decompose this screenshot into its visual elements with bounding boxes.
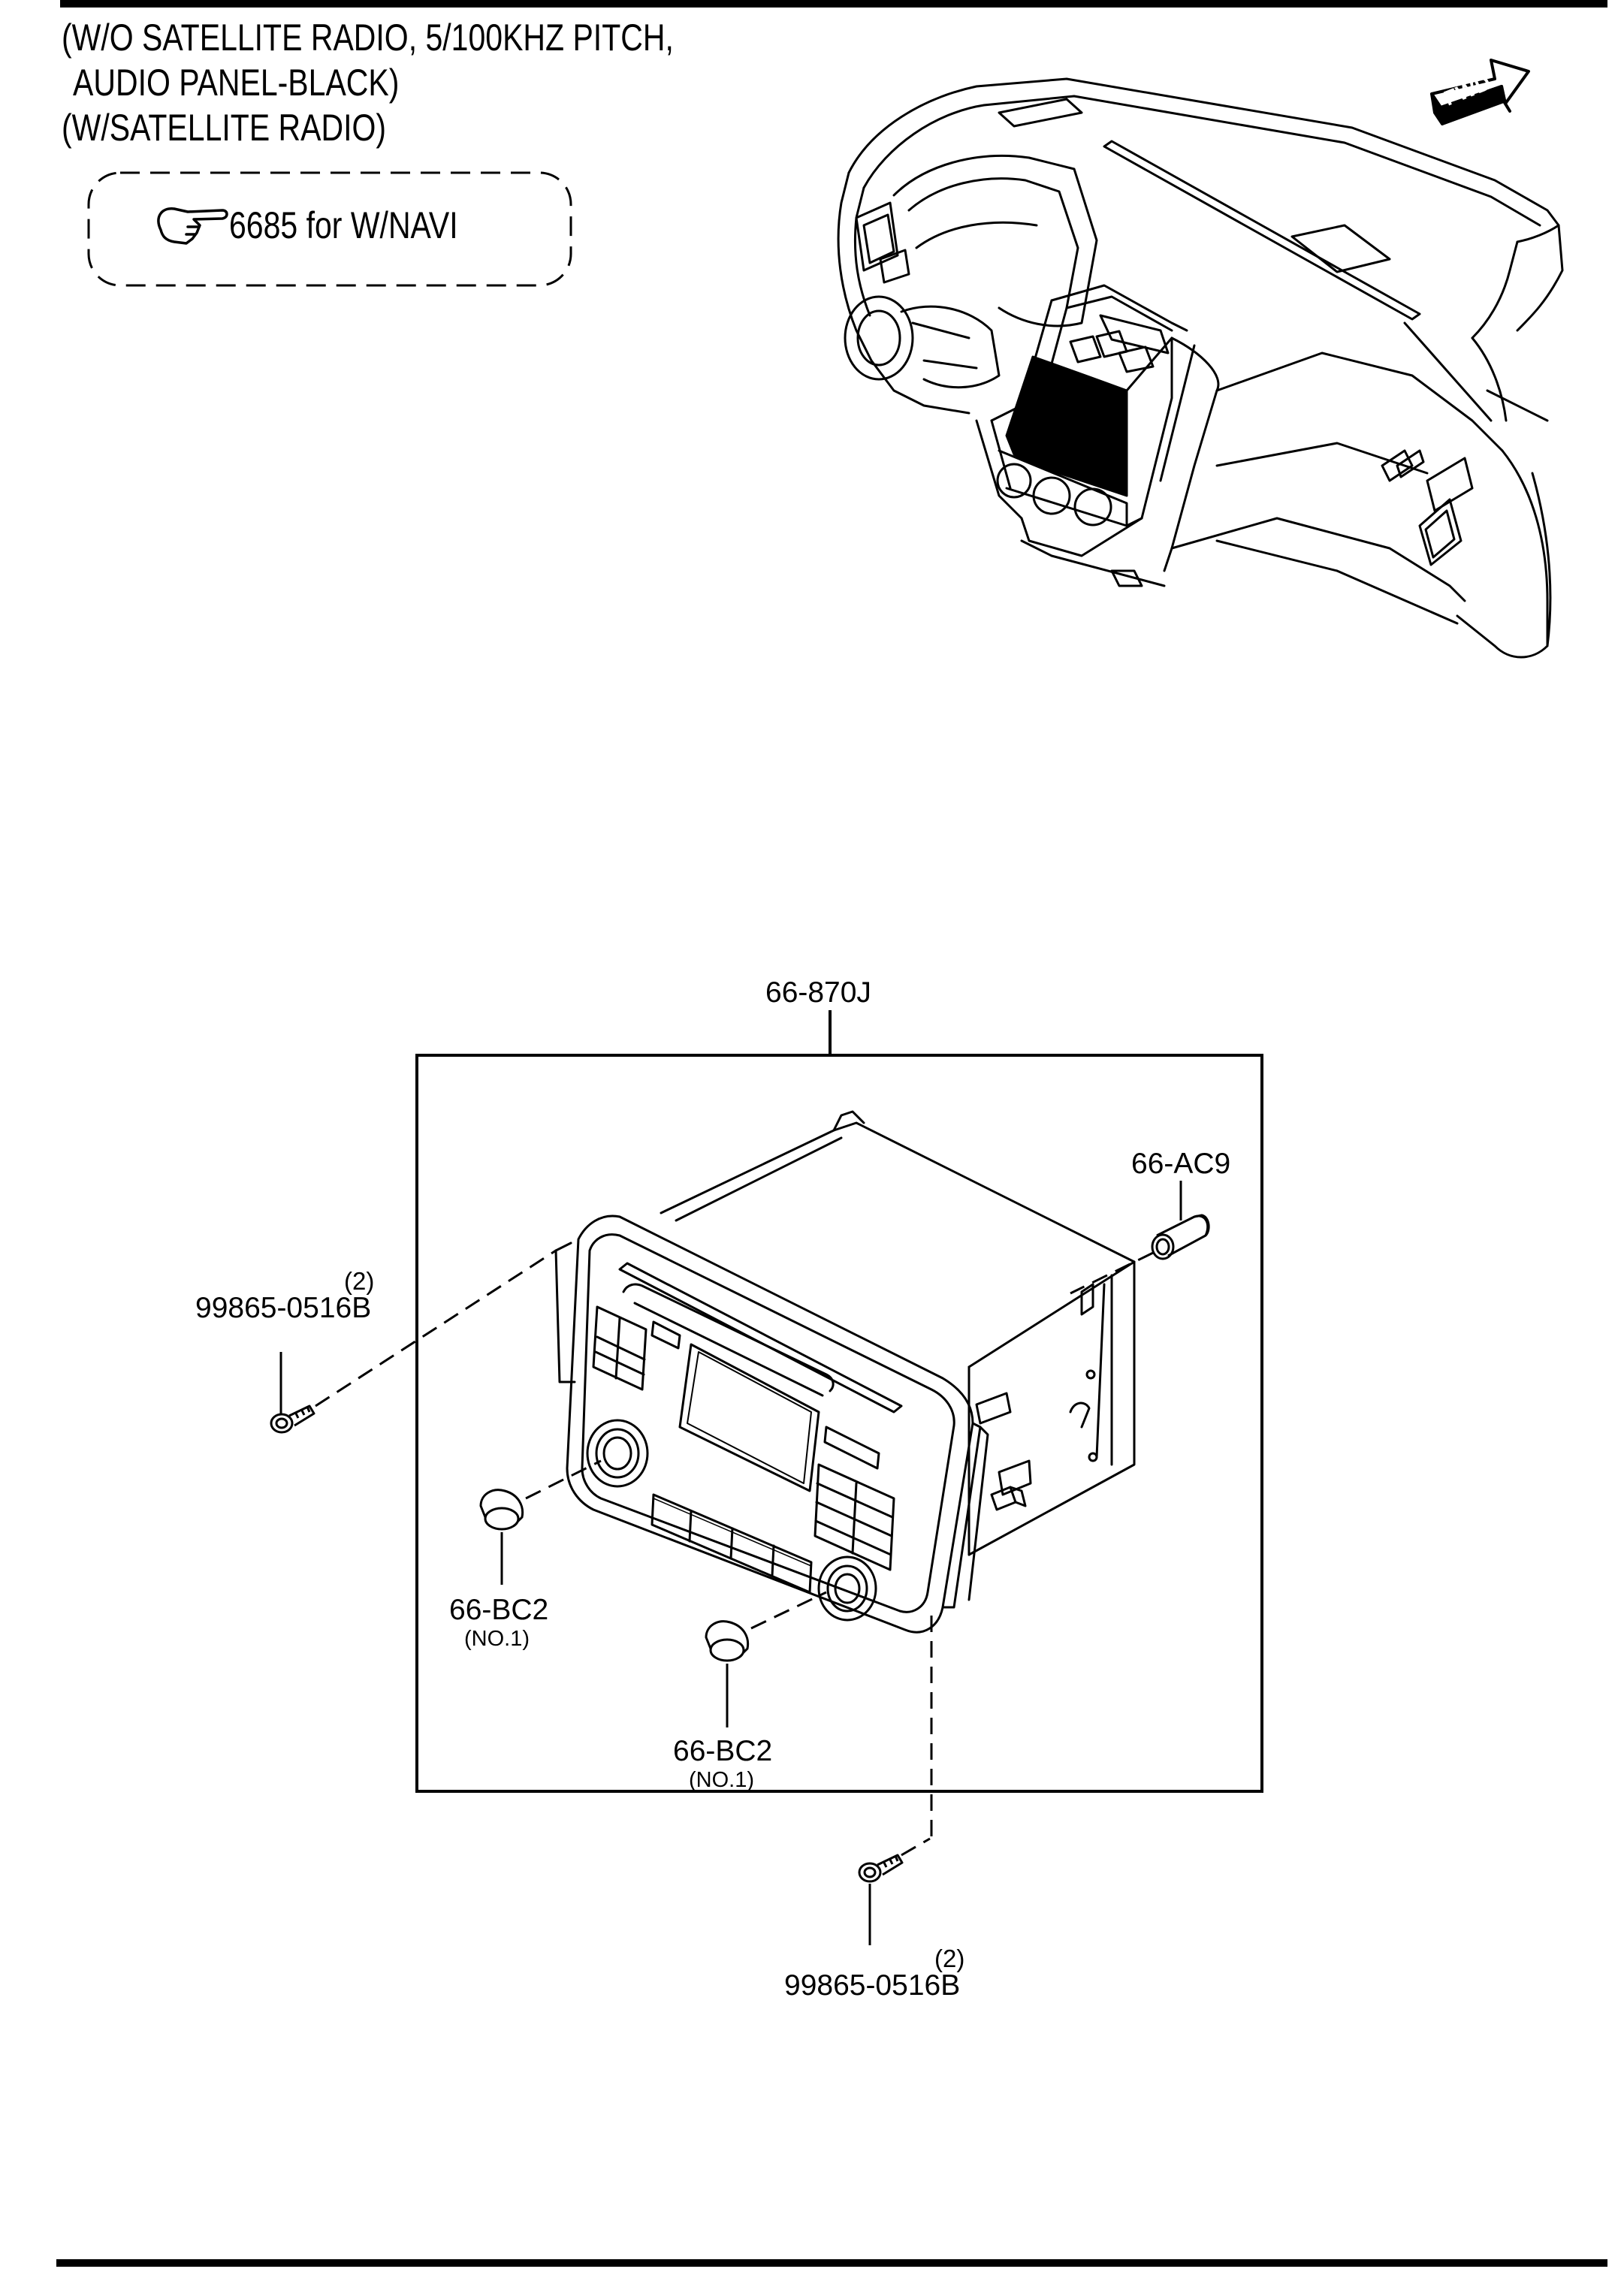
part-label-radio-unit[interactable]: 66-870J <box>765 976 871 1009</box>
pin-drawing <box>1151 1214 1210 1260</box>
header-line-2: AUDIO PANEL-BLACK) <box>73 62 400 104</box>
fwd-arrow-icon <box>1430 59 1530 125</box>
pointing-hand-icon <box>157 207 228 245</box>
dashboard-illustration <box>837 77 1564 659</box>
part-label-knob-right[interactable]: 66-BC2 <box>673 1735 773 1767</box>
radio-assembly-frame <box>415 1054 1263 1793</box>
reference-number[interactable]: 6685 <box>229 204 298 246</box>
reference-callout[interactable]: 6685 for W/NAVI <box>229 204 458 246</box>
header-line-1: (W/O SATELLITE RADIO, 5/100KHZ PITCH, <box>62 17 674 59</box>
header-line-3: (W/SATELLITE RADIO) <box>62 107 387 149</box>
part-label-screw-bottom[interactable]: 99865-0516B <box>784 1969 961 2002</box>
part-label-knob-left[interactable]: 66-BC2 <box>449 1594 549 1626</box>
bottom-border-rule <box>56 2259 1607 2267</box>
part-note-knob-left: (NO.1) <box>464 1627 530 1651</box>
screw-left-drawing <box>270 1405 315 1434</box>
radio-unit-drawing <box>554 1110 1136 1634</box>
reference-callout-box <box>87 171 572 287</box>
top-border-rule <box>60 0 1607 8</box>
radio-location-highlight <box>1005 355 1128 497</box>
screw-bottom-drawing <box>858 1854 904 1883</box>
part-note-knob-right: (NO.1) <box>689 1768 754 1792</box>
knob-right-drawing <box>705 1620 750 1662</box>
part-label-screw-left[interactable]: 99865-0516B <box>195 1292 372 1324</box>
part-label-pin[interactable]: 66-AC9 <box>1131 1148 1231 1180</box>
part-qty-screw-bottom: (2) <box>934 1945 965 1972</box>
part-qty-screw-left: (2) <box>344 1267 375 1295</box>
reference-text: for W/NAVI <box>306 204 458 246</box>
knob-left-drawing <box>479 1489 524 1531</box>
